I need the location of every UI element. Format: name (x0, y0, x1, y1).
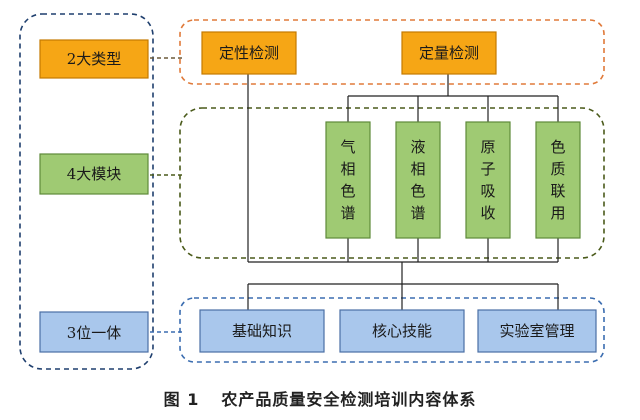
module-char: 质 (550, 160, 565, 178)
module-gc-text: 气相色谱 (340, 138, 355, 222)
component-basic-knowledge: 基础知识 (199, 309, 325, 353)
module-char: 子 (480, 160, 495, 178)
qualitative-detection-text: 定性检测 (219, 44, 279, 62)
module-char: 液 (410, 138, 425, 156)
module-char: 联 (550, 182, 565, 200)
label-integration-text: 3位一体 (67, 324, 122, 342)
label-integration: 3位一体 (39, 311, 149, 353)
module-aa: 原子吸收 (465, 121, 511, 239)
module-lc: 液相色谱 (395, 121, 441, 239)
component-lab-management: 实验室管理 (477, 309, 597, 353)
module-char: 相 (410, 160, 425, 178)
module-char: 收 (480, 204, 495, 222)
figure-number: 图 1 (163, 390, 200, 409)
module-char: 色 (550, 138, 565, 156)
component-lab-management-text: 实验室管理 (499, 322, 574, 340)
components-dashed-group (179, 297, 605, 363)
module-gc: 气相色谱 (325, 121, 371, 239)
module-char: 谱 (340, 204, 355, 222)
quantitative-detection-text: 定量检测 (419, 44, 479, 62)
module-char: 吸 (480, 182, 495, 200)
module-char: 相 (340, 160, 355, 178)
quantitative-detection-box: 定量检测 (401, 31, 497, 75)
label-types-text: 2大类型 (67, 50, 122, 68)
label-types: 2大类型 (39, 39, 149, 79)
label-modules-text: 4大模块 (67, 165, 122, 183)
types-dashed-group (179, 19, 605, 85)
label-modules: 4大模块 (39, 153, 149, 195)
component-core-skills: 核心技能 (339, 309, 465, 353)
figure-caption: 图 1 农产品质量安全检测培训内容体系 (0, 386, 640, 410)
qualitative-detection-box: 定性检测 (201, 31, 297, 75)
left-dashed-container (19, 13, 154, 370)
figure-title: 农产品质量安全检测培训内容体系 (221, 390, 477, 409)
connector-lines (247, 74, 559, 310)
module-gcms-text: 色质联用 (550, 138, 565, 222)
module-aa-text: 原子吸收 (480, 138, 495, 222)
module-char: 谱 (410, 204, 425, 222)
modules-dashed-group (179, 107, 605, 259)
module-char: 用 (550, 204, 565, 222)
module-char: 色 (340, 182, 355, 200)
component-core-skills-text: 核心技能 (372, 322, 432, 340)
component-basic-knowledge-text: 基础知识 (232, 322, 292, 340)
module-lc-text: 液相色谱 (410, 138, 425, 222)
module-char: 色 (410, 182, 425, 200)
module-gcms: 色质联用 (535, 121, 581, 239)
module-char: 气 (340, 138, 355, 156)
module-char: 原 (480, 138, 495, 156)
